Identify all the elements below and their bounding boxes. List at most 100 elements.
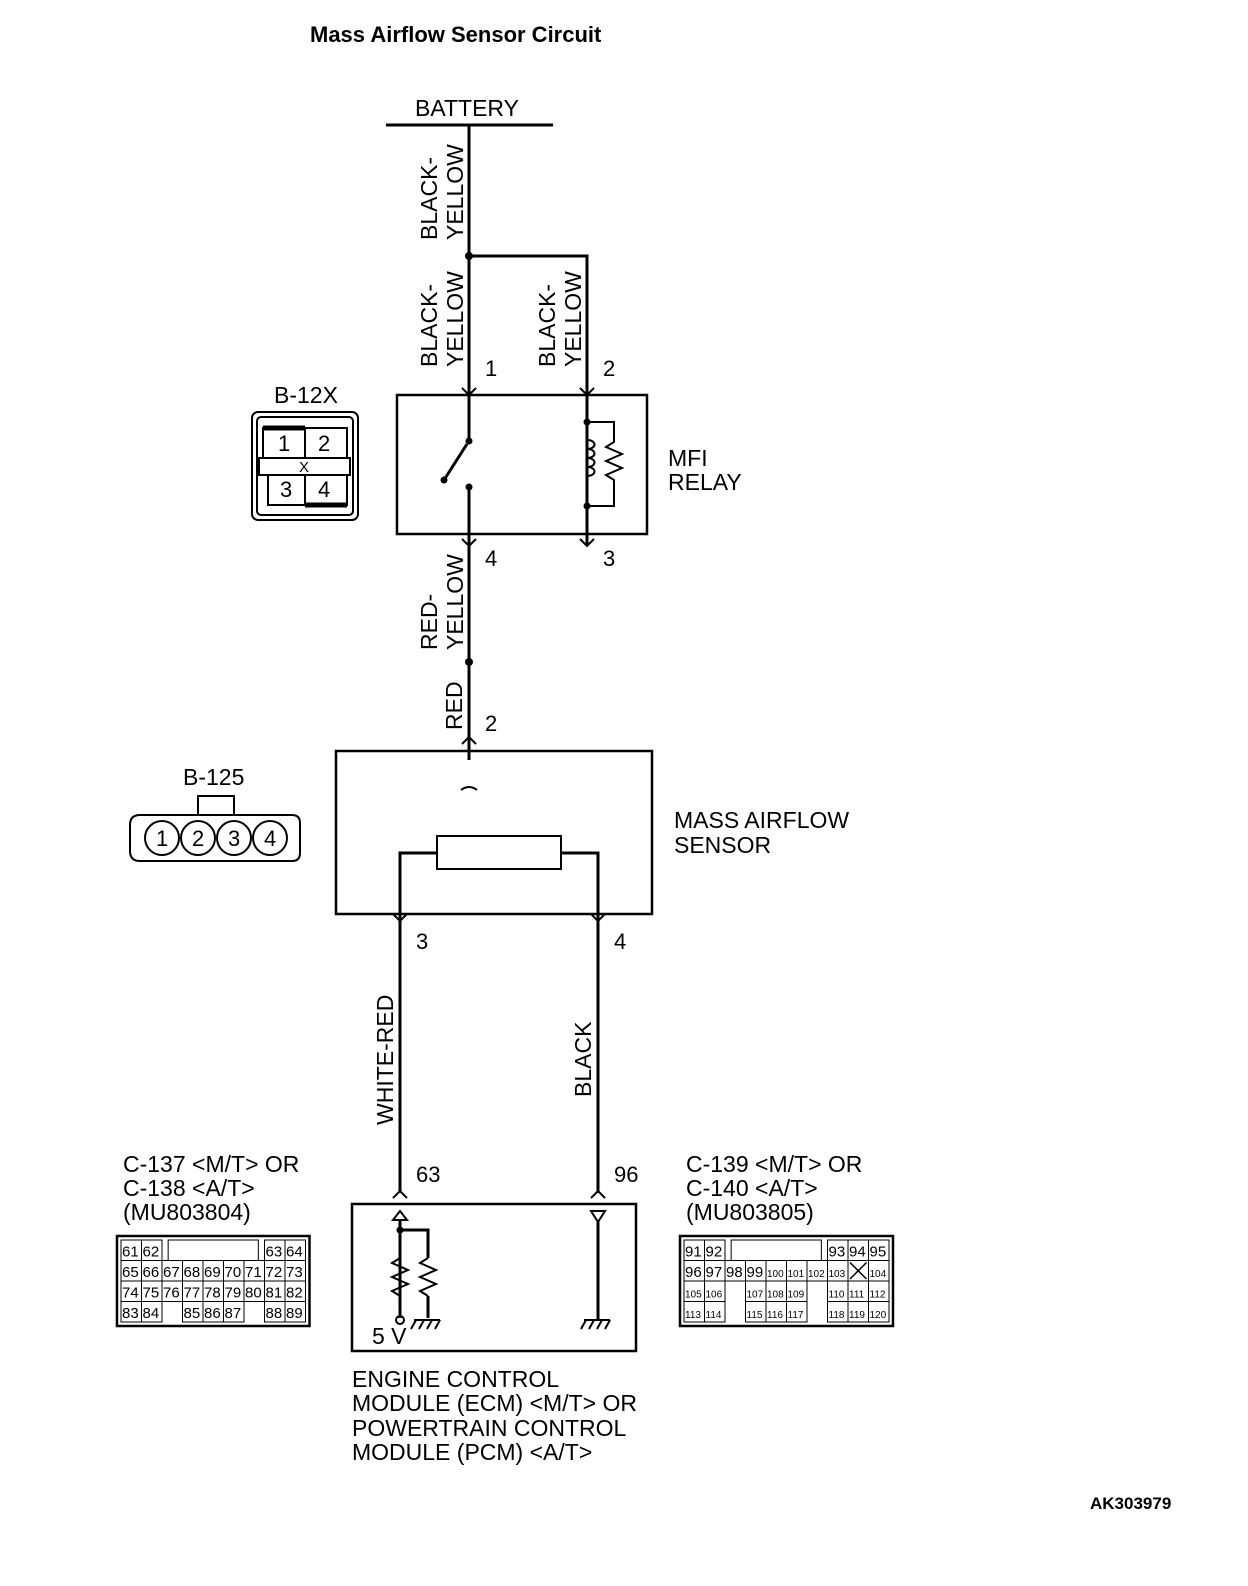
connector-pin-label: 116 [767,1310,783,1321]
ground-icon [410,1319,441,1330]
sensor-pin-2: 2 [485,711,497,736]
connector-pin-label: 120 [870,1310,887,1321]
sensor-label-line1: MASS AIRFLOW [674,807,849,833]
connector-b125-name: B-125 [183,764,244,790]
connector-cell [786,1301,808,1323]
label-sensor-pin4: BLACK [570,1021,596,1097]
ecm-label-line1: ENGINE CONTROL [352,1366,559,1392]
connector-left-name-line3: (MU803804) [123,1199,251,1225]
connector-pin-label: 97 [706,1264,723,1281]
connector-pin-label: 117 [788,1310,804,1321]
connector-pin-label: 115 [747,1310,763,1321]
wire-junction [465,658,473,666]
connector-pin-label: 68 [184,1264,201,1281]
connector-pin-label: 78 [204,1285,221,1302]
connector-key [730,1239,822,1261]
svg-text:2: 2 [318,431,330,456]
sensor-terminal-mark [460,786,478,791]
svg-text:4: 4 [318,477,330,502]
svg-text:YELLOW: YELLOW [442,271,468,367]
ecm-resistor-1 [389,1257,411,1297]
connector-cell [704,1301,726,1323]
sensor-pin-3: 3 [416,929,428,954]
relay-switch-blade [442,443,469,481]
connector-pin-label: 81 [266,1285,283,1302]
connector-pin-label: 92 [706,1244,723,1261]
connector-pin-label: 119 [849,1310,865,1321]
relay-coil-symbol [586,439,596,477]
ecm-box [350,1202,638,1353]
connector-b125: B-125 1 2 3 4 [129,764,301,862]
ecm-5v-terminal [395,1315,405,1325]
connector-pin-label: 105 [685,1290,702,1301]
relay-label-line2: RELAY [668,469,742,495]
connector-pin-label: 72 [266,1264,283,1281]
connector-pin-label: 73 [286,1264,303,1281]
svg-text:3: 3 [280,477,292,502]
connector-pin-label: 114 [706,1310,722,1321]
connector-pin-label: 77 [184,1285,201,1302]
connector-pin-label: 82 [286,1285,303,1302]
connector-pin-label: 110 [829,1290,845,1301]
mfi-relay-box [395,393,649,536]
connector-right-name-line2: C-140 <A/T> [686,1175,818,1201]
ecm-pin-96: 96 [614,1162,638,1187]
sensor-pin-4: 4 [614,929,626,954]
svg-text:BLACK-: BLACK- [416,157,442,240]
connector-b12x: B-12X 1 2 X 3 4 [251,382,359,521]
relay-switch-pivot [440,476,448,484]
label-relay-pin2: BLACK- YELLOW [534,271,586,367]
connector-pin-label: 93 [829,1244,846,1261]
connector-pin-label: 74 [122,1285,139,1302]
connector-pin-label: 71 [245,1264,262,1281]
pin-arrow-sensor-2 [461,735,477,745]
label-sensor-pin3: WHITE-RED [372,995,398,1125]
svg-text:YELLOW: YELLOW [442,554,468,650]
connector-cell [284,1301,306,1323]
connector-pin-label: 79 [225,1285,242,1302]
sensor-lead-left [398,851,437,927]
relay-switch-contact [465,437,473,445]
connector-pin-label: 69 [204,1264,221,1281]
connector-pin-label: 89 [286,1305,303,1322]
pin-arrow-3 [579,538,595,548]
connector-pin-label: 118 [829,1310,845,1321]
relay-label-line1: MFI [668,445,708,471]
connector-pin-label: 91 [685,1244,702,1261]
label-relay-out: RED- YELLOW [416,554,468,650]
relay-resistor [587,421,625,507]
ecm-pullup-branch [400,1228,430,1258]
connector-pin-label: 87 [225,1305,242,1322]
connector-pin-label: 75 [143,1285,160,1302]
connector-pin-label: 109 [788,1290,805,1301]
svg-text:X: X [299,459,309,476]
ecm-input-arrow-63 [390,1209,410,1221]
svg-text:YELLOW: YELLOW [560,271,586,367]
diagram-title: Mass Airflow Sensor Circuit [310,22,602,47]
connector-pin-label: 95 [870,1244,887,1261]
connector-pin-label: 98 [726,1264,743,1281]
label-relay-pin1: BLACK- YELLOW [416,271,468,367]
connector-pin-label: 101 [788,1269,805,1280]
connector-pin-label: 103 [829,1269,846,1280]
connector-pin-label: 76 [163,1285,180,1302]
connector-pin-label: 67 [163,1264,180,1281]
relay-pin-4: 4 [485,546,497,571]
connector-pin-label: 66 [143,1264,160,1281]
connector-cell [223,1301,245,1323]
ecm-label-line4: MODULE (PCM) <A/T> [352,1439,592,1465]
connector-pin-label: 63 [266,1244,283,1261]
connector-left-name-line1: C-137 <M/T> OR [123,1151,299,1177]
connector-pin-label: 100 [767,1269,784,1280]
connector-cell [141,1301,163,1323]
connector-pin-label: 84 [143,1305,160,1322]
connector-pin-label: 108 [767,1290,784,1301]
connector-pin-label: 113 [685,1310,701,1321]
connector-pin-label: 62 [143,1244,160,1261]
figure-code: AK303979 [1090,1494,1171,1513]
relay-pin-1: 1 [485,356,497,381]
connector-pin-label: 61 [122,1244,139,1261]
connector-key [167,1239,259,1261]
connector-pin-label: 70 [225,1264,242,1281]
